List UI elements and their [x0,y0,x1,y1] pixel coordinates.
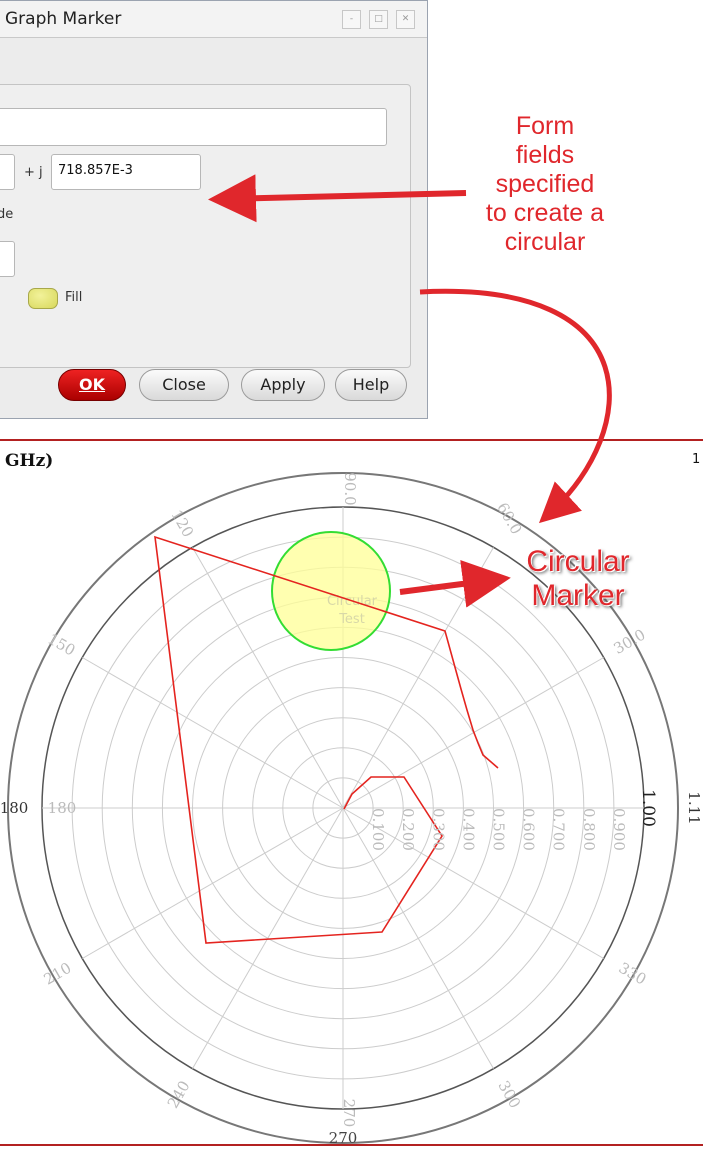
callout-line: specified [495,170,595,198]
angle-label-180: 180 [48,799,77,817]
radius-label: 0.200 [399,808,417,851]
polar-grid-spoke [82,657,344,809]
angle-label-30: 30.0 [611,626,649,658]
fill-label: Fill [65,290,83,305]
graph-marker-dialog: Graph Marker - □ ✕ + j 718.857E-3 de Fil… [0,0,428,419]
radius-label: 0.600 [520,808,538,851]
radius-label: 0.800 [580,808,598,851]
imaginary-unit-label: + j [24,165,43,180]
callout-line: Form [515,112,575,140]
graph-window-border-bottom [0,1144,703,1146]
imaginary-value-field[interactable]: 718.857E-3 [51,154,201,190]
trace-line [154,535,499,944]
dialog-title: Graph Marker [5,9,122,29]
angle-label-300: 300 [494,1078,524,1112]
angle-label-60: 60.0 [493,500,525,538]
close-window-icon[interactable]: ✕ [396,10,415,29]
dialog-titlebar: Graph Marker - □ ✕ [0,1,427,38]
mode-label: de [0,207,14,222]
graph-window-number: 1 [692,452,701,467]
graph-heading: GHz) [5,451,54,471]
angle-label-150: 150 [45,630,79,660]
radius-label: 0.100 [369,808,387,851]
callout-line: Circular [526,545,630,578]
angle-label-270-inner: 270 [340,1099,358,1128]
callout-line: fields [515,141,575,169]
outer-label-1-11: 1.11 [685,791,703,824]
close-button[interactable]: Close [139,369,229,401]
ring-label-1-00: 1.00 [638,789,658,827]
callout-line: Marker [531,579,625,612]
radius-field[interactable] [0,241,15,277]
polar-chart[interactable]: Circular Test 90.0 60.0 30.0 120 150 180… [0,441,703,1144]
outer-label-180: 180 [0,799,28,817]
form-fields-callout: Form fields specified to create a circul… [440,112,650,257]
marker-faint-text-2: Test [338,612,365,627]
circular-marker[interactable] [271,531,391,651]
radius-label: 0.400 [459,808,477,851]
apply-button[interactable]: Apply [241,369,325,401]
label-text-field[interactable] [0,108,387,146]
maximize-icon[interactable]: □ [369,10,388,29]
graph-window-border-top [0,439,703,441]
x-position-field[interactable] [0,154,15,190]
polar-grid-spoke [342,807,494,1069]
polar-grid-spoke [192,807,344,1069]
minimize-icon[interactable]: - [342,10,361,29]
fill-color-swatch[interactable] [28,288,58,309]
polar-grid-spokes [42,507,644,1109]
radius-label: 0.700 [550,808,568,851]
outer-label-270: 270 [329,1129,358,1144]
radius-label: 0.500 [490,808,508,851]
callout-line: to create a [485,199,605,227]
radius-label: 0.900 [610,808,628,851]
circular-marker-callout: Circular Marker [508,545,648,613]
ok-button[interactable]: OK [58,369,126,401]
angle-label-120: 120 [167,507,197,541]
callout-line: circular [504,228,586,256]
angle-label-90: 90.0 [341,472,359,505]
polar-outer-ring [7,472,679,1144]
polar-grid-spoke [82,807,344,959]
polar-grid-spoke [342,807,604,959]
angle-label-330: 330 [616,959,650,989]
help-button[interactable]: Help [335,369,407,401]
radius-label: 0.300 [429,808,447,851]
polar-grid-spoke [192,547,344,809]
